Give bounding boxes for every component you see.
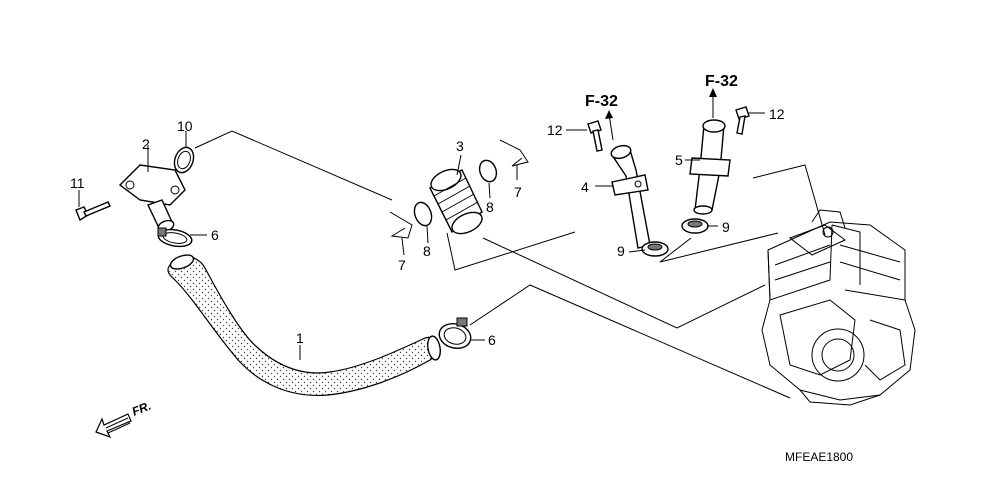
part-7-clip-left [389,211,413,239]
callout-5: 5 [675,152,683,168]
callout-6-lower: 6 [488,332,496,348]
callout-8-right: 8 [486,199,494,215]
part-7-clip-right [499,139,529,167]
drawing-code: MFEAE1800 [785,450,853,464]
part-2-hose-joint [118,164,186,233]
callout-2: 2 [142,136,150,152]
part-8-o-ring-left [413,201,433,227]
callout-9-right: 9 [722,219,730,235]
part-12-bolt-left [587,120,603,152]
part-5-water-pipe [689,119,731,215]
part-6-hose-clamp-lower [438,317,472,350]
callout-3: 3 [456,138,464,154]
front-direction-arrow [95,413,132,439]
reference-label-left: F-32 [585,93,618,110]
callout-12-right: 12 [769,106,785,122]
part-3-connector-pipe [429,168,483,235]
callout-10: 10 [177,118,193,134]
callout-8-left: 8 [423,243,431,259]
callout-12-left: 12 [547,122,563,138]
callout-4: 4 [581,179,589,195]
part-10-o-ring [173,146,195,174]
part-9-grommet-left [641,241,669,257]
part-4-water-pipe [610,144,651,249]
part-1-water-hose [167,254,441,397]
guide-lines [194,130,826,399]
part-8-o-ring-right [478,159,498,183]
reference-arrow-left [605,110,614,141]
callout-9-left: 9 [617,243,625,259]
part-12-bolt-right [735,106,750,135]
part-11-bolt [75,201,111,222]
part-6-hose-clamp-upper [157,227,193,248]
reference-label-right: F-32 [705,73,738,90]
callout-7-left: 7 [398,257,406,273]
callout-11: 11 [70,175,85,191]
engine-illustration [761,209,916,406]
reference-arrow-right [709,88,717,118]
part-9-grommet-right [681,218,709,234]
callout-1: 1 [296,330,304,346]
direction-label: FR. [130,399,153,419]
callout-7-right: 7 [514,184,522,200]
callout-6-upper: 6 [211,227,219,243]
callout-leaders [78,112,765,360]
